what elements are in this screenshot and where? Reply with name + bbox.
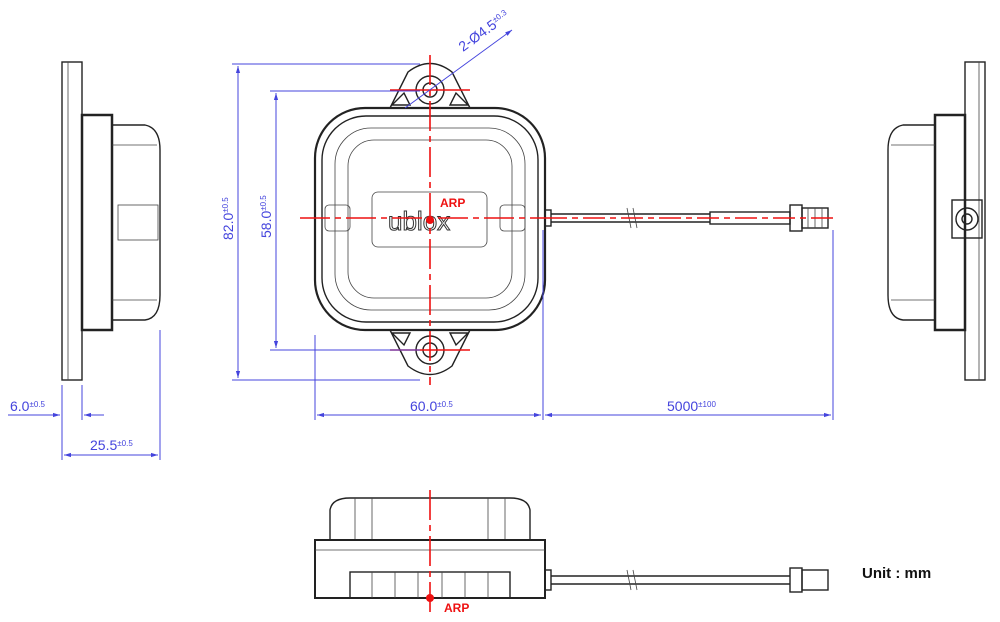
arp-label-top: ARP: [440, 196, 465, 210]
ublox-logo: ublox: [388, 206, 450, 236]
unit-label: Unit : mm: [862, 565, 932, 582]
top-view: ublox ARP: [300, 55, 835, 385]
dim-5000: 5000±100: [667, 398, 716, 414]
right-side-view: [887, 61, 986, 381]
arp-point: [426, 216, 434, 224]
dim-25-5: 25.5±0.5: [90, 437, 133, 453]
dim-58: 58.0±0.5: [258, 195, 274, 238]
dim-82: 82.0±0.5: [220, 197, 236, 240]
arp-label-bottom: ARP: [444, 601, 469, 615]
dim-6: 6.0±0.5: [10, 398, 46, 414]
dim-hole: 2-Ø4.5±0.3: [455, 7, 512, 55]
left-side-view: [61, 61, 161, 381]
dim-60: 60.0±0.5: [410, 398, 453, 414]
front-view: ARP: [314, 490, 829, 615]
